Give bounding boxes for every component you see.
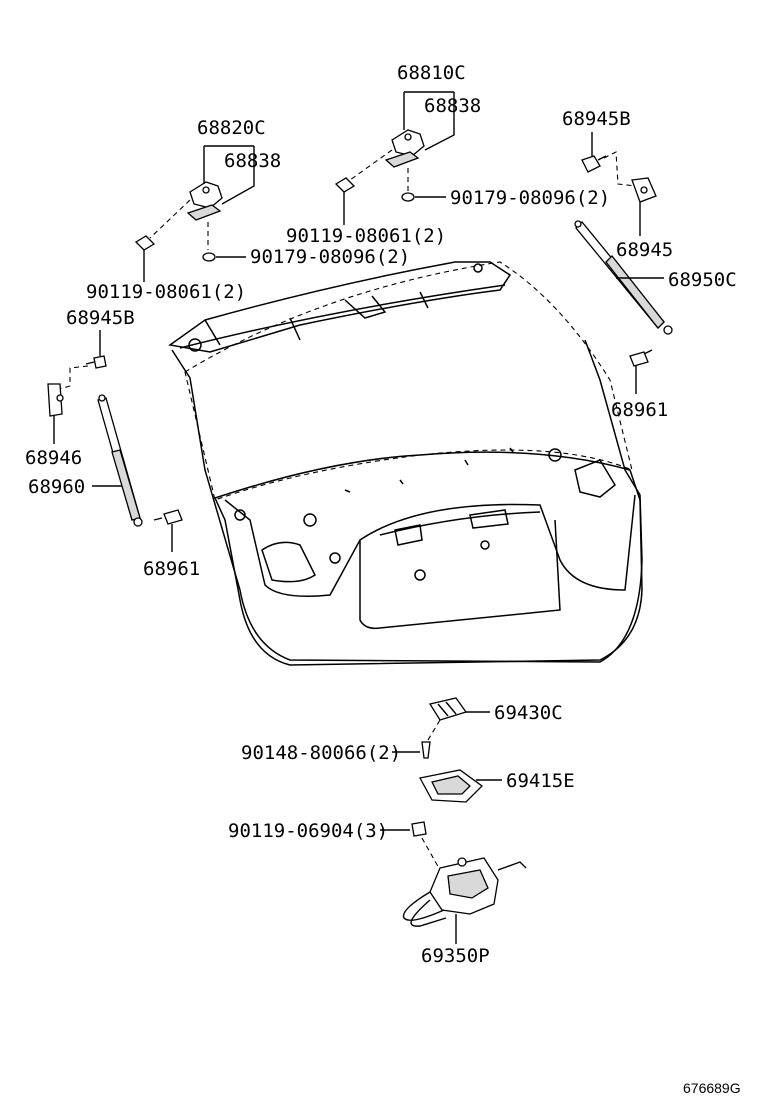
label-69415e: 69415E — [506, 770, 575, 792]
bracket-68945 — [631, 177, 657, 203]
strut-68950c — [574, 220, 673, 335]
hinge-69430c — [428, 697, 468, 721]
label-68950c: 68950C — [668, 269, 737, 291]
label-90119-left: 90119-08061(2) — [86, 281, 246, 303]
label-69430c: 69430C — [494, 702, 563, 724]
cover-69415e — [419, 769, 483, 803]
nut-90179-mid — [202, 252, 216, 262]
label-68810c: 68810C — [397, 62, 466, 84]
label-68961-right: 68961 — [611, 399, 668, 421]
bolt-68961-left — [153, 509, 183, 525]
bolt-90119-mid — [334, 177, 356, 193]
screw-90148 — [421, 741, 431, 759]
label-90119-mid: 90119-08061(2) — [286, 225, 446, 247]
label-68838-left: 68838 — [224, 150, 281, 172]
label-69350p: 69350P — [421, 945, 490, 967]
bolt-68945b-left — [85, 355, 107, 369]
bolt-90119-left — [134, 235, 156, 251]
label-90119-low: 90119-06904(3) — [228, 820, 388, 842]
bracket-68946 — [47, 383, 64, 417]
label-90179-top: 90179-08096(2) — [450, 187, 610, 209]
label-90179-mid: 90179-08096(2) — [250, 246, 410, 268]
bolt-90119-low — [411, 821, 427, 837]
label-68820c: 68820C — [197, 117, 266, 139]
lock-69350p — [402, 857, 527, 927]
sensor-68810c — [384, 129, 425, 168]
label-68945b-right: 68945B — [562, 108, 631, 130]
back-door-panel — [168, 261, 643, 666]
label-68838-top: 68838 — [424, 95, 481, 117]
strut-68960 — [97, 394, 143, 527]
label-90148: 90148-80066(2) — [241, 742, 401, 764]
label-68945: 68945 — [616, 239, 673, 261]
label-68960: 68960 — [28, 476, 85, 498]
label-68961-left: 68961 — [143, 558, 200, 580]
nut-90179-top — [401, 192, 415, 202]
label-68945b-left: 68945B — [66, 307, 135, 329]
label-68946: 68946 — [25, 447, 82, 469]
drawing-number: 676689G — [683, 1080, 741, 1096]
bolt-68961-right — [629, 349, 653, 367]
sensor-68820c — [186, 181, 223, 221]
bolt-68945b-right — [581, 155, 607, 173]
